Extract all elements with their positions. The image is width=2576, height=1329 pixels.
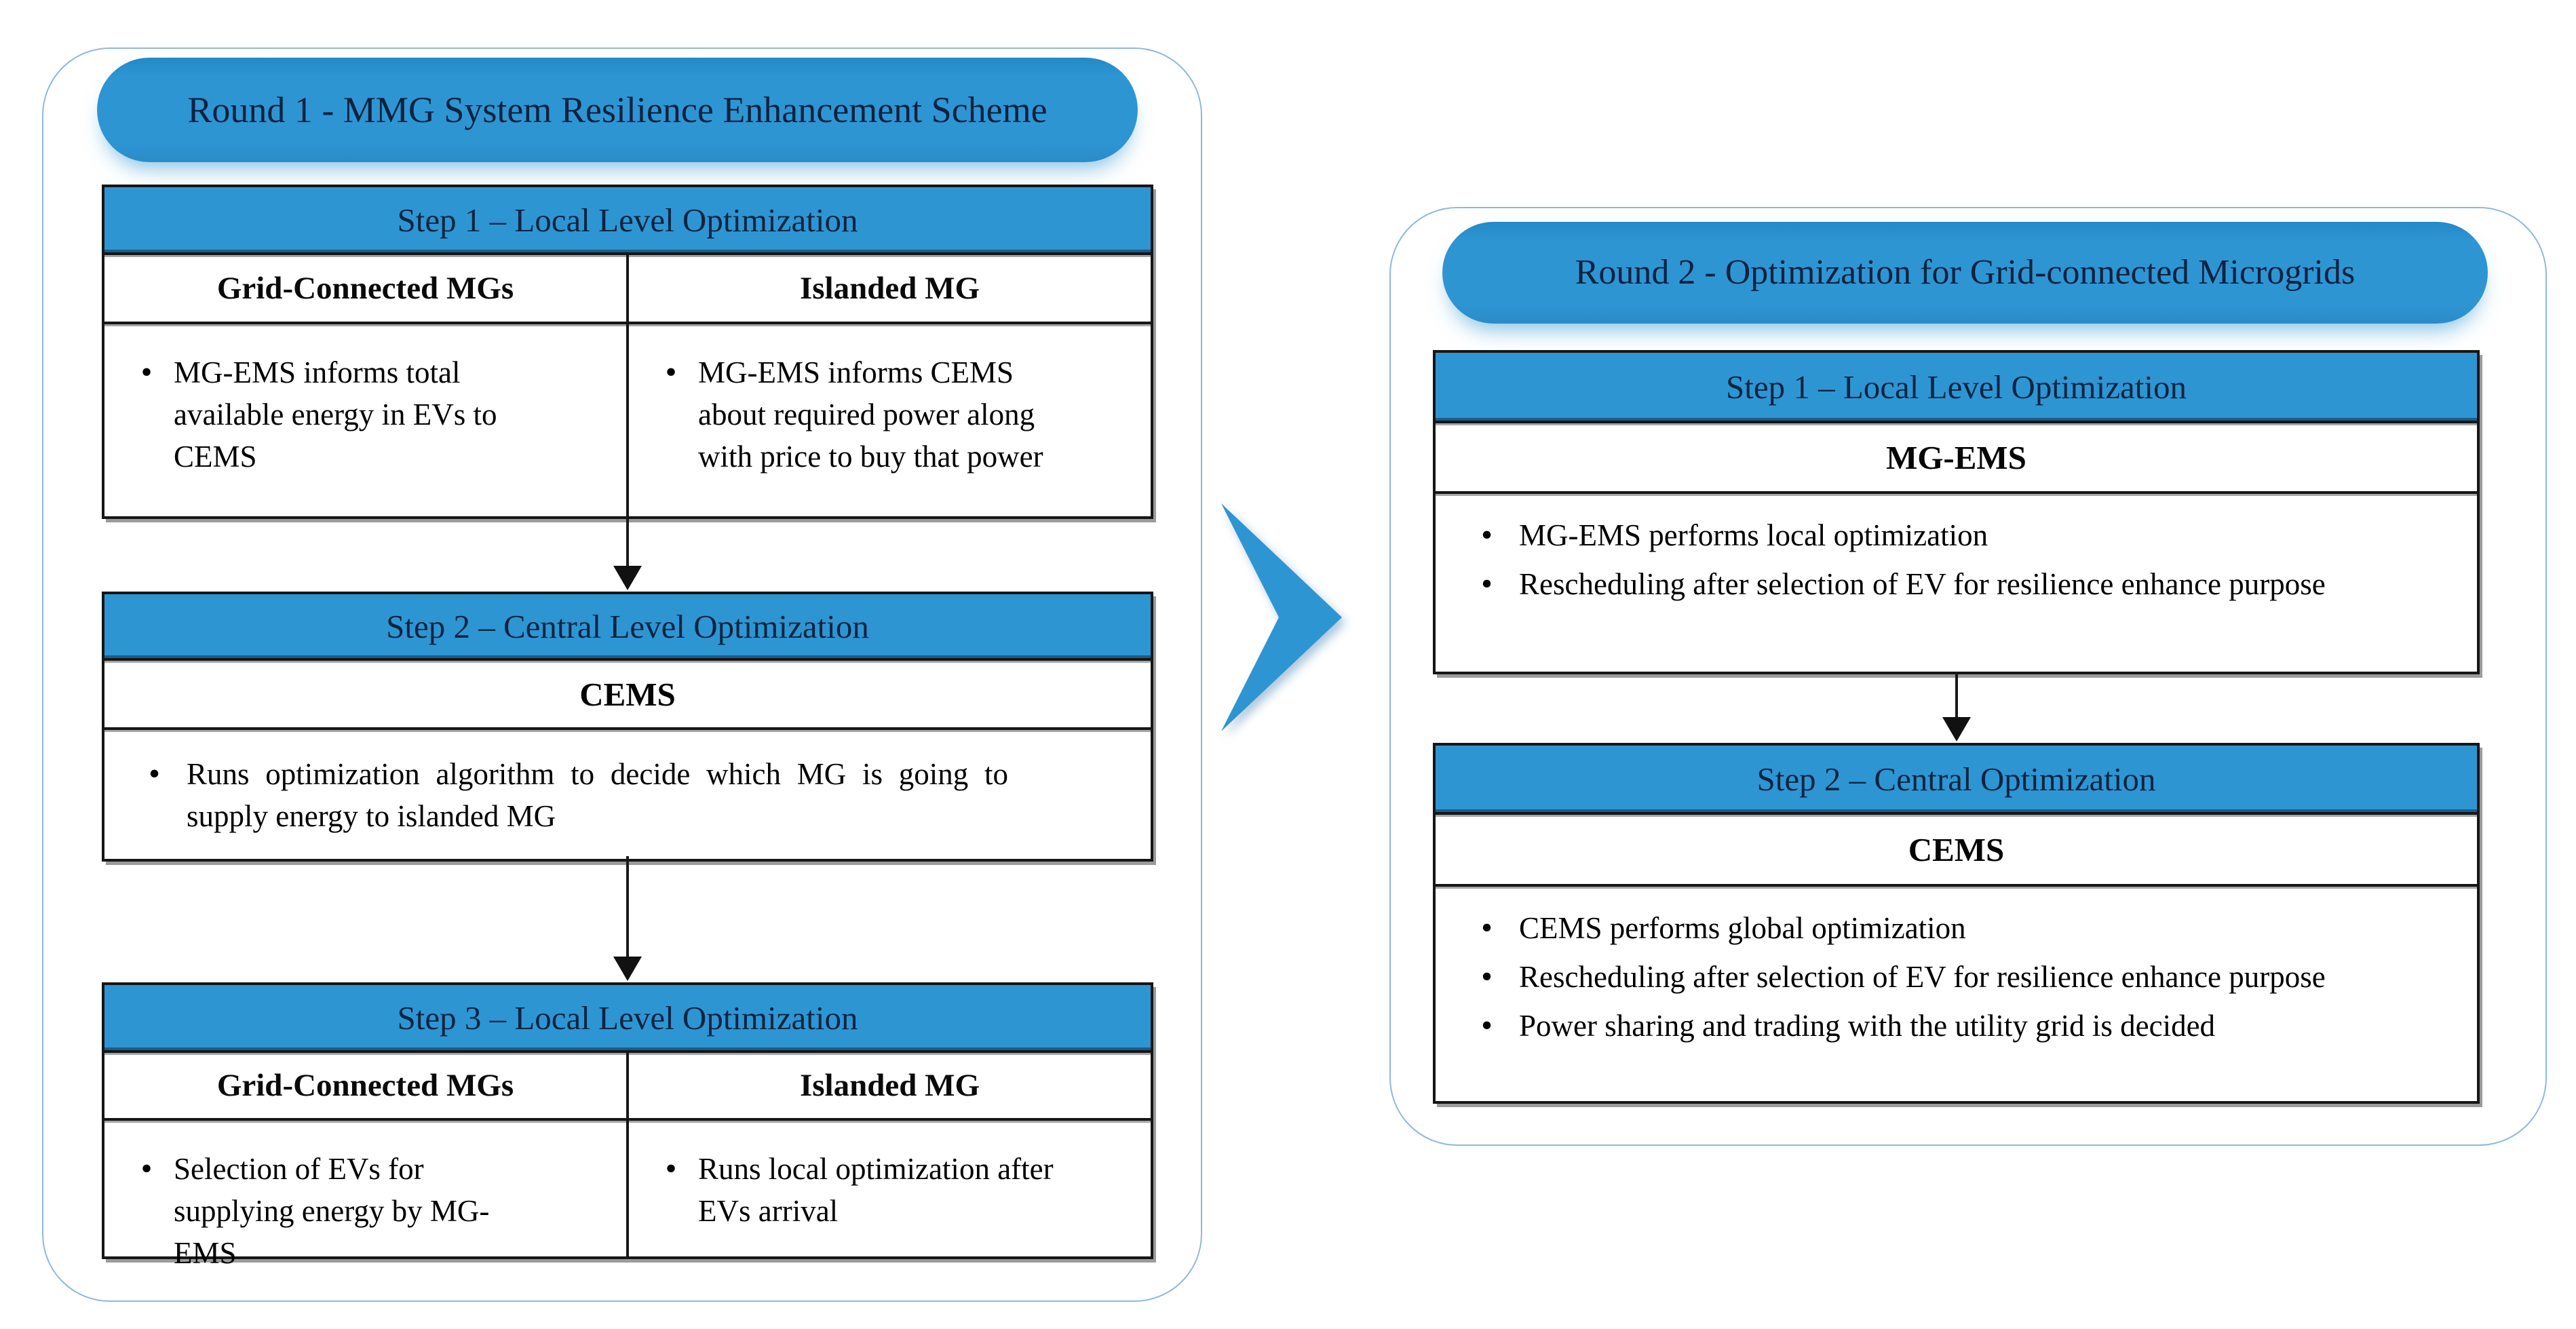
round2-step2-table: Step 2 – Central Optimization CEMS • CEM…: [1433, 743, 2480, 1104]
bullet-icon: •: [665, 1151, 677, 1187]
round1-step3-column-headers: Grid-Connected MGs Islanded MG: [104, 1053, 1151, 1121]
round1-step3-col2-title: Islanded MG: [626, 1053, 1151, 1121]
round1-step1-col2-title: Islanded MG: [626, 255, 1151, 324]
list-item: • Rescheduling after selection of EV for…: [1455, 563, 2446, 605]
list-item: • Rescheduling after selection of EV for…: [1455, 956, 2446, 998]
down-arrow-icon: [607, 856, 648, 981]
round1-step1-table: Step 1 – Local Level Optimization Grid-C…: [102, 185, 1153, 519]
round1-step3-body: • Selection of EVs for supplying energy …: [104, 1121, 1151, 1270]
round1-step3-col2-cell: • Runs local optimization after EVs arri…: [626, 1121, 1151, 1256]
round2-step1-body: • MG-EMS performs local optimization • R…: [1436, 494, 2477, 672]
round1-step3-table: Step 3 – Local Level Optimization Grid-C…: [102, 982, 1153, 1270]
round1-step1-col1-cell: • MG-EMS informs total available energy …: [104, 324, 626, 516]
list-item: • MG-EMS informs total available energy …: [119, 351, 535, 478]
list-item: • Runs local optimization after EVs arri…: [644, 1148, 1059, 1232]
round2-step2-header: Step 2 – Central Optimization: [1436, 746, 2477, 815]
round2-title: Round 2 - Optimization for Grid-connecte…: [1575, 253, 2356, 292]
round1-step2-header: Step 2 – Central Level Optimization: [104, 594, 1151, 661]
bullet-icon: •: [149, 756, 160, 792]
arrow-head: [613, 566, 642, 590]
list-item: • Selection of EVs for supplying energy …: [119, 1148, 535, 1274]
bullet-text: Runs local optimization after EVs arriva…: [698, 1152, 1054, 1228]
round1-step1-body: • MG-EMS informs total available energy …: [104, 324, 1151, 516]
round1-step1-column-headers: Grid-Connected MGs Islanded MG: [104, 255, 1151, 324]
round1-step3-header: Step 3 – Local Level Optimization: [104, 985, 1151, 1053]
round2-step1-header: Step 1 – Local Level Optimization: [1436, 353, 2477, 423]
round2-step1-subheader: MG-EMS: [1436, 423, 2477, 494]
round1-step1-col2-cell: • MG-EMS informs CEMS about required pow…: [626, 324, 1151, 516]
round1-title: Round 1 - MMG System Resilience Enhancem…: [187, 90, 1047, 130]
bullet-icon: •: [140, 354, 153, 390]
bullet-icon: •: [1481, 910, 1493, 946]
bullet-text: MG-EMS informs total available energy in…: [174, 355, 497, 474]
round1-step1-col1-title: Grid-Connected MGs: [104, 255, 626, 324]
bullet-text: Rescheduling after selection of EV for r…: [1519, 567, 2326, 601]
bullet-text: Rescheduling after selection of EV for r…: [1519, 960, 2326, 994]
bullet-icon: •: [1481, 1007, 1493, 1043]
bullet-icon: •: [140, 1151, 153, 1187]
list-item: • MG-EMS informs CEMS about required pow…: [644, 351, 1059, 478]
bullet-text: Runs optimization algorithm to decide wh…: [187, 757, 1008, 833]
round1-step2-subheader: CEMS: [104, 661, 1151, 730]
bullet-icon: •: [665, 354, 677, 390]
bullet-text: MG-EMS performs local optimization: [1519, 518, 1988, 552]
bullet-text: MG-EMS informs CEMS about required power…: [698, 355, 1043, 474]
list-item: • Runs optimization algorithm to decide …: [122, 753, 1110, 837]
arrow-head: [1942, 717, 1971, 741]
round2-title-pill: Round 2 - Optimization for Grid-connecte…: [1442, 222, 2488, 324]
round1-title-pill: Round 1 - MMG System Resilience Enhancem…: [97, 58, 1138, 162]
round1-step2-body: • Runs optimization algorithm to decide …: [104, 730, 1151, 859]
round1-step3-col1-title: Grid-Connected MGs: [104, 1053, 626, 1121]
down-arrow-icon: [1936, 672, 1977, 741]
list-item: • Power sharing and trading with the uti…: [1455, 1005, 2446, 1047]
round2-step1-table: Step 1 – Local Level Optimization MG-EMS…: [1433, 350, 2480, 674]
list-item: • MG-EMS performs local optimization: [1455, 514, 2446, 556]
list-item: • CEMS performs global optimization: [1455, 907, 2446, 949]
bullet-text: Power sharing and trading with the utili…: [1519, 1009, 2216, 1043]
chevron-right-icon: [1221, 503, 1342, 731]
round2-step2-subheader: CEMS: [1436, 815, 2477, 887]
round1-step2-table: Step 2 – Central Level Optimization CEMS…: [102, 592, 1153, 862]
arrow-head: [613, 957, 642, 981]
bullet-icon: •: [1481, 959, 1493, 995]
round1-step1-header: Step 1 – Local Level Optimization: [104, 187, 1151, 255]
arrow-shaft: [1955, 672, 1958, 720]
round1-step3-col1-cell: • Selection of EVs for supplying energy …: [104, 1121, 626, 1270]
bullet-icon: •: [1481, 566, 1493, 602]
down-arrow-icon: [607, 518, 648, 590]
arrow-shaft: [626, 518, 629, 569]
bullet-text: Selection of EVs for supplying energy by…: [174, 1152, 490, 1270]
bullet-text: CEMS performs global optimization: [1519, 911, 1966, 945]
arrow-shaft: [626, 856, 629, 959]
bullet-icon: •: [1481, 517, 1493, 553]
round2-step2-body: • CEMS performs global optimization • Re…: [1436, 887, 2477, 1101]
